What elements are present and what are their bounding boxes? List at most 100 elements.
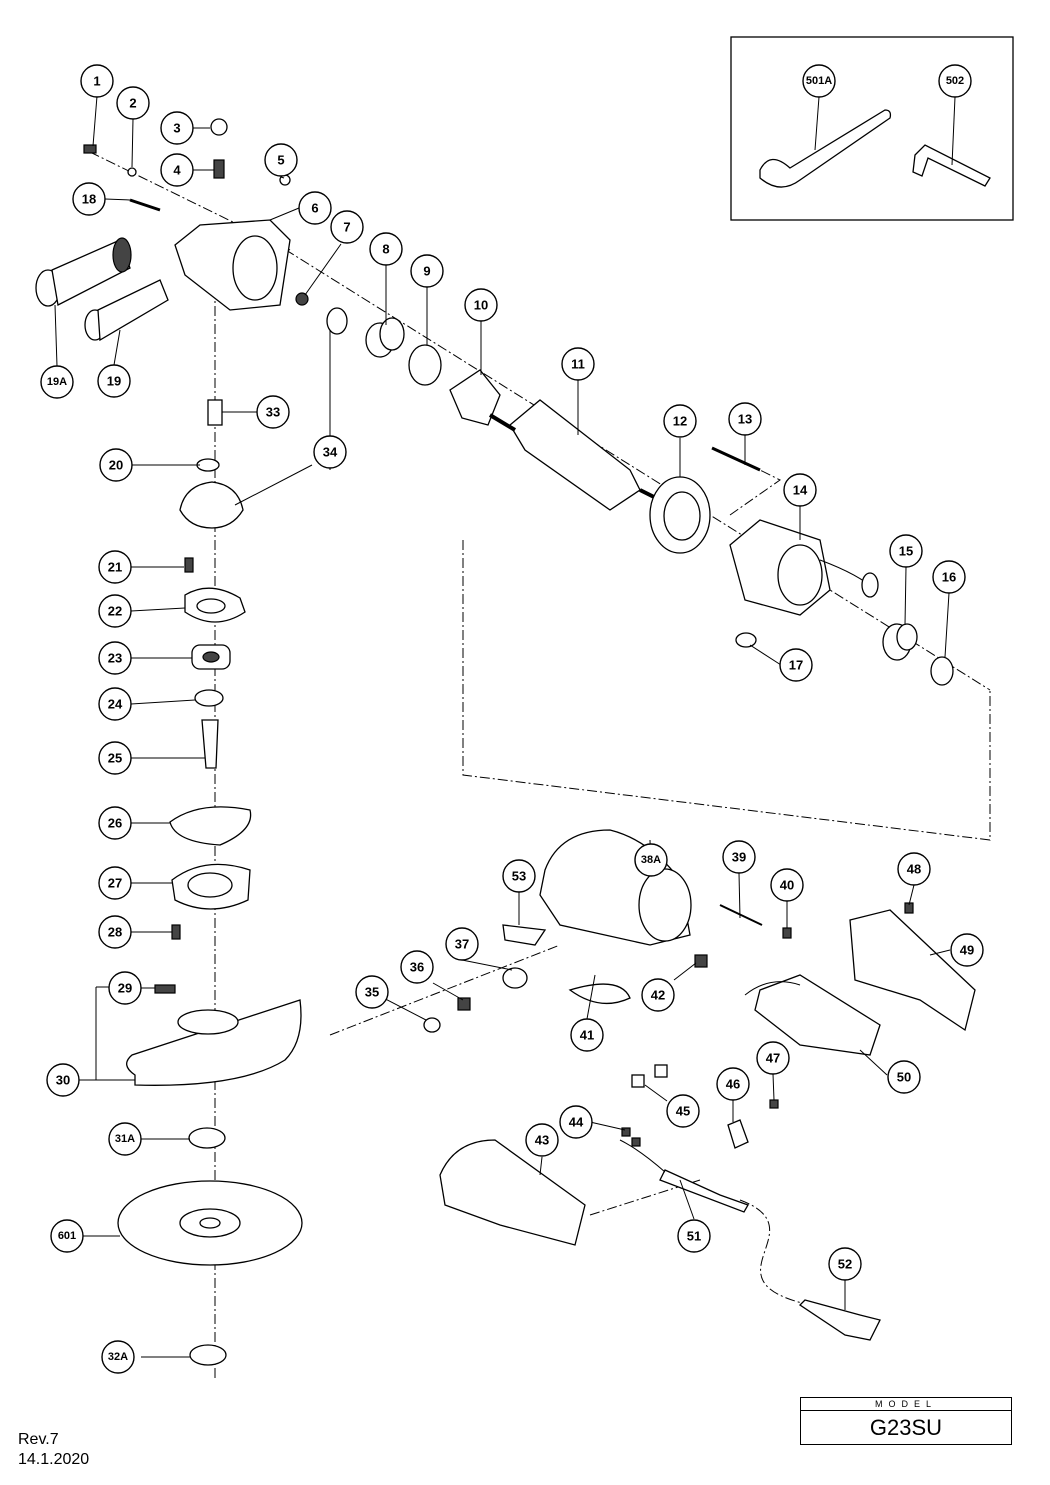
callout-label: 1 [93,74,100,89]
callout-48: 48 [897,852,931,886]
callout-47: 47 [756,1041,790,1075]
callout-52: 52 [828,1247,862,1281]
callout-14: 14 [783,473,817,507]
callout-label: 53 [512,869,526,884]
revision-date: 14.1.2020 [18,1451,90,1468]
callout-41: 41 [570,1018,604,1052]
callout-label: 8 [382,242,389,257]
callout-label: 32A [108,1351,128,1363]
callout-label: 10 [474,298,488,313]
callout-29: 29 [108,971,142,1005]
callout-31a: 31A [108,1122,142,1156]
callout-16: 16 [932,560,966,594]
callout-9: 9 [410,254,444,288]
callout-21: 21 [98,550,132,584]
callout-23: 23 [98,641,132,675]
callout-51: 51 [677,1219,711,1253]
callout-label: 24 [108,697,123,712]
callout-label: 21 [108,560,122,575]
wrench-501a [759,109,892,188]
callout-32a: 32A [101,1340,135,1374]
callout-label: 35 [365,985,379,1000]
callout-label: 19A [47,376,67,388]
callout-37: 37 [445,927,479,961]
callout-label: 30 [56,1073,70,1088]
callout-8: 8 [369,232,403,266]
callout-46: 46 [716,1067,750,1101]
callout-49: 49 [950,933,984,967]
callout-label: 3 [173,121,180,136]
callout-25: 25 [98,741,132,775]
callout-label: 36 [410,960,424,975]
callout-label: 39 [732,850,746,865]
callout-label: 502 [946,75,964,87]
callout-30: 30 [46,1063,80,1097]
wheel-guard [126,999,302,1086]
callout-label: 26 [108,816,122,831]
callout-4: 4 [160,153,194,187]
callout-label: 46 [726,1077,740,1092]
callout-label: 51 [687,1229,701,1244]
callout-35: 35 [355,975,389,1009]
rear-handle [439,1139,586,1246]
callout-label: 5 [277,153,284,168]
callout-label: 48 [907,862,921,877]
callout-label: 27 [108,876,122,891]
callout-label: 7 [343,220,350,235]
part-drawings [35,109,991,1366]
callout-501a: 501A [802,64,836,98]
callout-label: 40 [780,878,794,893]
callout-22: 22 [98,594,132,628]
accessory-box [730,36,1014,221]
callout-15: 15 [889,534,923,568]
callout-40: 40 [770,868,804,902]
plug [798,1299,881,1341]
side-handle-19 [84,279,169,342]
callout-26: 26 [98,806,132,840]
callout-label: 14 [793,483,808,498]
callout-label: 601 [58,1230,76,1242]
callout-19a: 19A [40,365,74,399]
callout-label: 45 [676,1104,690,1119]
callout-50: 50 [887,1060,921,1094]
callout-45: 45 [666,1094,700,1128]
callout-6: 6 [298,191,332,225]
callout-label: 22 [108,604,122,619]
callout-43: 43 [525,1123,559,1157]
callout-label: 33 [266,405,280,420]
callout-label: 4 [173,163,181,178]
callout-label: 31A [115,1133,135,1145]
callout-label: 41 [580,1028,594,1043]
callout-label: 29 [118,981,132,996]
callout-20: 20 [99,448,133,482]
callout-label: 38A [641,854,661,866]
model-box: MODEL G23SU [800,1397,1012,1445]
callout-label: 49 [960,943,974,958]
callout-7: 7 [330,210,364,244]
callout-17: 17 [779,648,813,682]
callout-label: 37 [455,937,469,952]
callout-label: 16 [942,570,956,585]
callout-label: 23 [108,651,122,666]
callout-label: 18 [82,192,96,207]
callout-label: 501A [806,75,832,87]
callout-19: 19 [97,364,131,398]
callout-label: 43 [535,1133,549,1148]
model-label: MODEL [801,1398,1011,1411]
callout-label: 52 [838,1257,852,1272]
callout-28: 28 [98,915,132,949]
callout-label: 6 [311,201,318,216]
callout-label: 12 [673,414,687,429]
callout-label: 25 [108,751,122,766]
switch-assembly [754,974,881,1056]
callout-38a: 38A [634,843,668,877]
callout-11: 11 [561,347,595,381]
model-name: G23SU [869,1415,943,1440]
callout-33: 33 [256,395,290,429]
callout-3: 3 [160,111,194,145]
callout-2: 2 [116,86,150,120]
callout-18: 18 [72,182,106,216]
callout-13: 13 [728,402,762,436]
